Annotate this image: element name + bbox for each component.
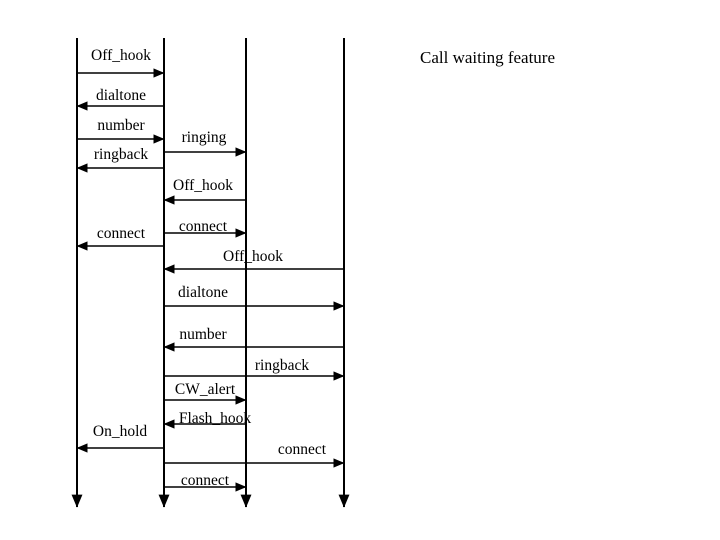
message-label-on-hold: On_hold	[92, 423, 148, 440]
message-label-ringback: ringback	[93, 146, 149, 163]
message-label-connect: connect	[277, 441, 327, 458]
message-label-off-hook: Off_hook	[91, 47, 151, 64]
message-label-flash-hook: Flash_hook	[178, 410, 252, 427]
lifelines-group	[71, 38, 350, 508]
messages-group	[76, 68, 345, 492]
message-label-connect: connect	[178, 218, 228, 235]
message-label-off-hook: Off_hook	[173, 177, 233, 194]
page-title: Call waiting feature	[420, 48, 556, 67]
message-label-off-hook: Off_hook	[223, 248, 283, 265]
message-label-cw-alert: CW_alert	[174, 381, 236, 398]
message-label-number: number	[97, 117, 145, 134]
message-label-dialtone: dialtone	[178, 284, 228, 301]
message-label-connect: connect	[180, 472, 230, 489]
message-label-dialtone: dialtone	[96, 87, 146, 104]
message-label-ringing: ringing	[181, 129, 227, 146]
message-label-connect: connect	[96, 225, 146, 242]
message-label-number: number	[179, 326, 227, 343]
message-label-ringback: ringback	[254, 357, 310, 374]
